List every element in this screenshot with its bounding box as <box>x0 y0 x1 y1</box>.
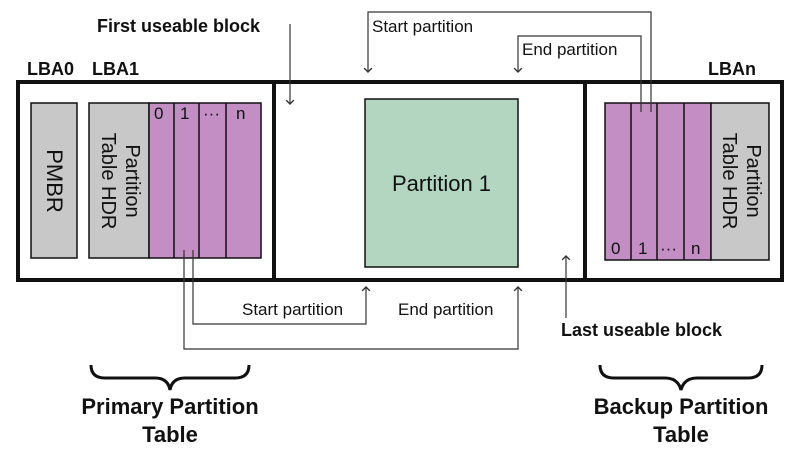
primary-partition-table-caption: Primary Partition Table <box>40 393 300 449</box>
lba0-label: LBA0 <box>27 59 75 79</box>
lba1-label: LBA1 <box>92 59 140 79</box>
backup-header-box <box>710 102 770 261</box>
primary-entry-1: 1 <box>180 104 190 123</box>
backup-header-line1: Partition <box>742 144 764 218</box>
partition1-box <box>364 98 519 268</box>
bottom-start-partition-connector <box>192 250 371 325</box>
end-partition-bottom-label: End partition <box>398 300 494 319</box>
primary-header-label: Partition Table HDR <box>94 121 144 241</box>
primary-caption-line1: Primary Partition <box>81 394 259 419</box>
backup-entry-1: 1 <box>638 239 648 258</box>
start-partition-top-label: Start partition <box>372 17 474 36</box>
start-partition-bottom-label: Start partition <box>242 300 344 319</box>
primary-entry-n: n <box>236 104 246 123</box>
backup-entry-dots: ··· <box>660 239 677 258</box>
top-start-partition-connector <box>363 11 652 112</box>
backup-entry-0: 0 <box>611 239 621 258</box>
primary-caption-line2: Table <box>142 422 198 447</box>
backup-brace <box>598 364 764 391</box>
backup-header-label: Partition Table HDR <box>715 121 765 241</box>
pmbr-label: PMBR <box>42 149 67 213</box>
backup-partition-table-caption: Backup Partition Table <box>556 393 800 449</box>
partition1-label: Partition 1 <box>391 171 492 196</box>
disk-outline <box>16 80 784 282</box>
primary-brace <box>89 364 251 391</box>
backup-caption-line1: Backup Partition <box>593 394 769 419</box>
pmbr-box <box>30 102 78 259</box>
primary-entries-box <box>148 102 262 259</box>
backup-caption-line2: Table <box>653 422 709 447</box>
backup-entry-n: n <box>691 239 701 258</box>
lban-label: LBAn <box>708 59 756 79</box>
primary-entry-dots: ··· <box>203 104 220 123</box>
primary-header-line2: Table HDR <box>97 132 119 230</box>
primary-entry-0: 0 <box>154 104 164 123</box>
first-useable-block-label: First useable block <box>97 16 261 36</box>
backup-header-line2: Table HDR <box>718 132 740 230</box>
bottom-end-partition-connector <box>183 250 523 350</box>
primary-header-line1: Partition <box>121 144 143 218</box>
backup-entries-box <box>604 102 712 261</box>
end-partition-top-label: End partition <box>522 40 618 59</box>
last-useable-block-label: Last useable block <box>561 320 723 340</box>
top-end-partition-connector <box>513 35 642 112</box>
